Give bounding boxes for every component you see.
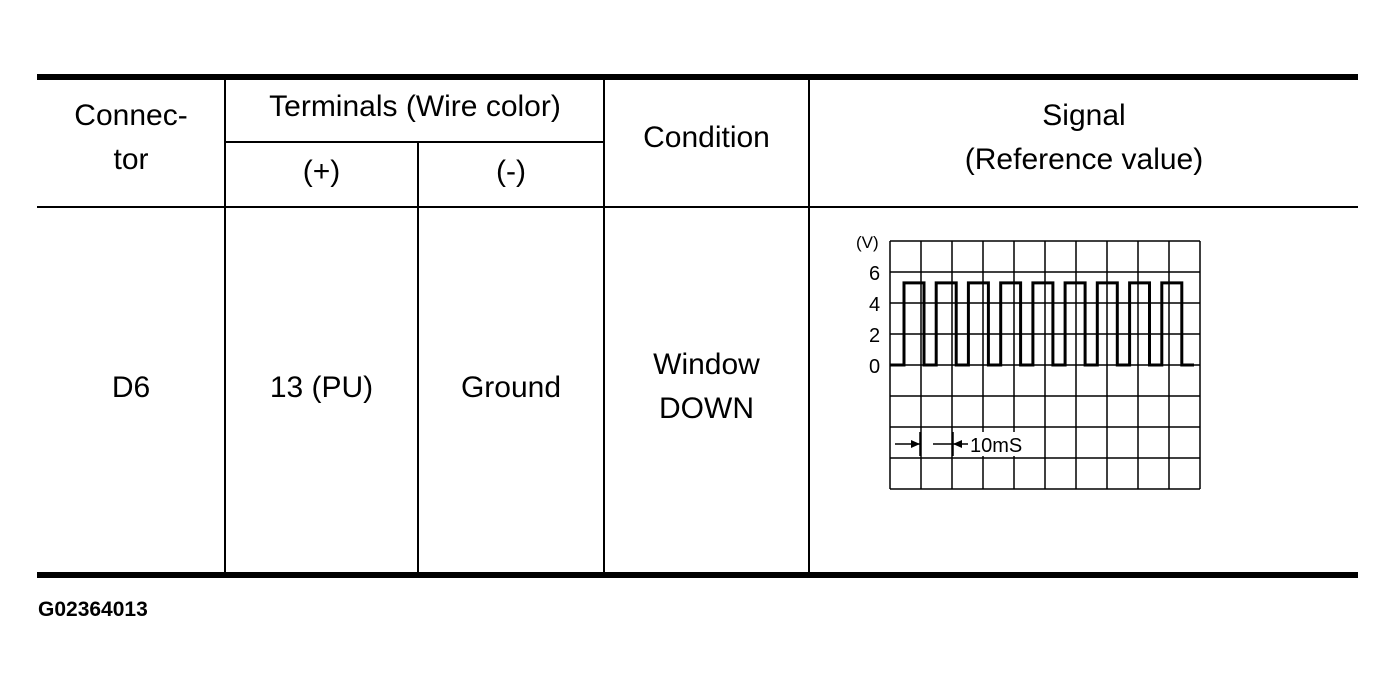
condition-value-line-2: DOWN <box>659 392 754 425</box>
figure-id: G02364013 <box>38 598 148 621</box>
signal-oscilloscope: (V) 6 4 2 0 10mS <box>856 233 1201 490</box>
col-divider-2 <box>417 142 419 573</box>
header-bottom-rule <box>37 206 1358 208</box>
table-top-rule <box>37 74 1358 80</box>
scope-y-tick-0: 0 <box>869 356 880 378</box>
connector-header: Connec- tor <box>38 94 224 182</box>
scope-y-tick-6: 6 <box>869 263 880 285</box>
scope-unit-label: (V) <box>856 233 879 252</box>
condition-header: Condition <box>643 121 770 154</box>
terminals-header: Terminals (Wire color) <box>269 90 561 123</box>
condition-value: Window DOWN <box>605 343 808 431</box>
scope-y-tick-4: 4 <box>869 294 880 316</box>
connector-value: D6 <box>111 371 151 404</box>
connector-header-line-2: tor <box>113 143 149 176</box>
plus-header: (+) <box>302 155 341 188</box>
col-divider-4 <box>808 79 810 573</box>
time-scale-marker <box>895 432 970 456</box>
minus-terminal-value: Ground <box>460 371 562 404</box>
signal-header-line-1: Signal <box>1042 99 1126 132</box>
time-scale-label: 10mS <box>970 435 1022 457</box>
scope-waveform <box>890 281 1194 367</box>
scope-y-tick-2: 2 <box>869 325 880 347</box>
plus-terminal-value: 13 (PU) <box>269 371 374 404</box>
minus-header: (-) <box>496 155 526 188</box>
signal-header-line-2: (Reference value) <box>964 143 1204 176</box>
col-divider-3 <box>603 79 605 573</box>
connector-header-line-1: Connec- <box>74 99 188 132</box>
condition-value-line-1: Window <box>653 348 760 381</box>
col-divider-1 <box>224 79 226 573</box>
terminals-sub-rule <box>225 141 604 143</box>
table-bottom-rule <box>37 572 1358 578</box>
signal-header: Signal (Reference value) <box>810 94 1358 182</box>
